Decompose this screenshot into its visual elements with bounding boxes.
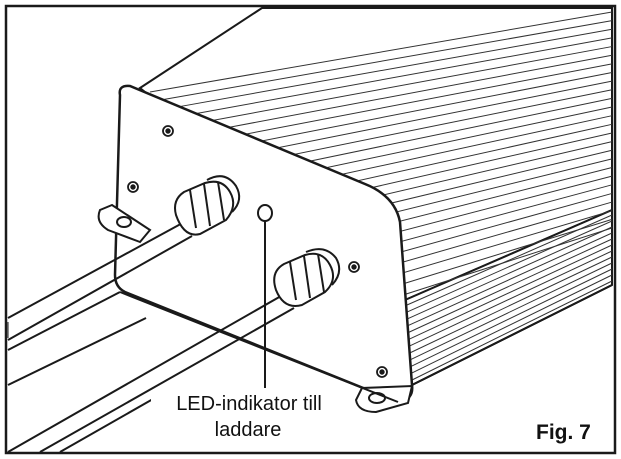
fin-line [189, 46, 613, 126]
led-indicator-label-line2: laddare [190, 418, 306, 442]
led-indicator-label: LED-indikator till [151, 392, 347, 416]
fin-line-side [407, 232, 613, 327]
fin-line-side [406, 214, 613, 306]
fin-line [169, 28, 613, 109]
figure-border [4, 4, 617, 455]
fin-line [159, 20, 613, 101]
flange-hole-left [116, 216, 132, 228]
cable-left [7, 219, 193, 341]
fin-line-side [408, 250, 613, 347]
fin-line [379, 210, 613, 281]
fin-line [369, 201, 613, 273]
fin-line-side [408, 262, 613, 361]
fin-line-side [409, 280, 613, 382]
cable-gland-right [273, 248, 341, 307]
cable-right [7, 291, 295, 453]
fin-line [209, 63, 613, 142]
fin-line-side [407, 220, 613, 313]
fin-line-side [407, 238, 613, 334]
fin-line [239, 89, 613, 166]
fin-line-side [409, 274, 613, 375]
fin-line [179, 37, 613, 117]
led-indicator [257, 204, 273, 222]
fin-line-side [408, 244, 613, 340]
fin-line-side [408, 256, 613, 354]
fin-line [149, 11, 613, 93]
cable-gland-left [174, 175, 241, 236]
fin-line [219, 71, 613, 150]
screws [127, 125, 388, 378]
fin-line [199, 54, 613, 134]
ground-lines [7, 284, 613, 453]
fin-line-side [409, 268, 613, 368]
fin-line-side [407, 226, 613, 320]
fin-line [229, 80, 613, 158]
figure-number: Fig. 7 [536, 421, 591, 444]
